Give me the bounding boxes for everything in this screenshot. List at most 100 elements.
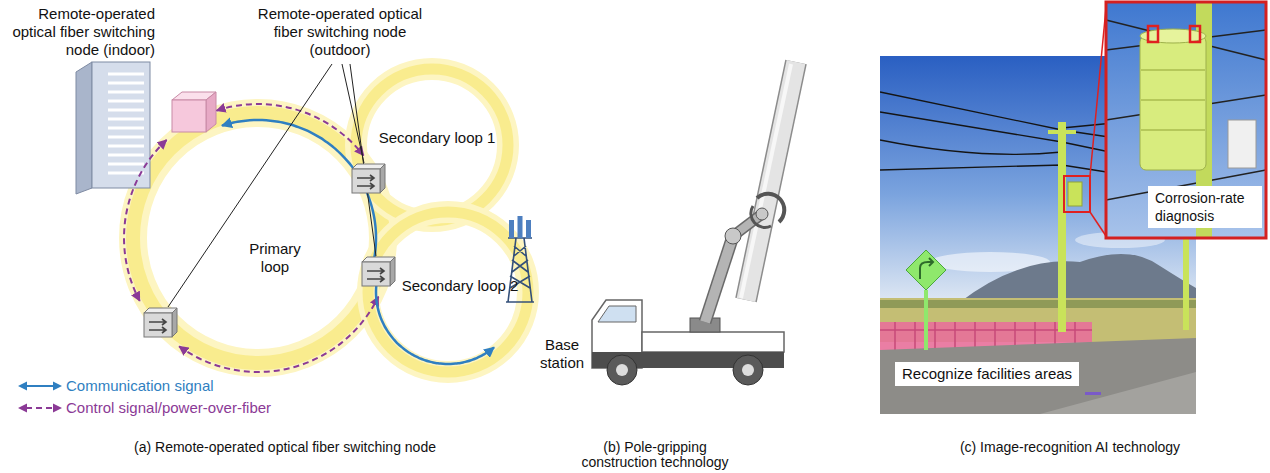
legend-text: Communication signal [66, 377, 214, 395]
utility-pole [746, 62, 796, 300]
indoor-switching-node: Remote-operated optical fiber switching … [5, 5, 222, 188]
legend-arrowhead [53, 403, 62, 412]
zoom-inset [1106, 20, 1266, 200]
building-windows [108, 172, 144, 175]
truck-illustration [616, 364, 628, 376]
building-illustration [76, 62, 150, 194]
legend-text: Control signal/power-over-fiber [66, 399, 271, 417]
callout-line [1090, 212, 1106, 236]
street-photo [1085, 392, 1101, 395]
label-slot: (b) Pole-gripping construction technolog… [570, 440, 740, 470]
building-windows [108, 74, 144, 173]
truck-illustration [725, 228, 741, 244]
street-photo [974, 322, 976, 350]
street-photo [914, 322, 916, 350]
building-windows [108, 109, 144, 112]
building-windows [108, 127, 144, 130]
zoom-inset [1228, 120, 1256, 168]
loop-glow [368, 212, 528, 372]
utility-pole [746, 62, 796, 300]
street-photo [1064, 176, 1090, 212]
legend-swatch [18, 401, 62, 415]
legend-arrowhead [18, 403, 27, 412]
base-station: Base station [494, 216, 594, 374]
truck-illustration [607, 355, 637, 385]
utility-pole [741, 62, 796, 300]
truck-illustration [757, 194, 784, 222]
zoom-inset [1141, 69, 1205, 71]
node-group-label: Remote-operated optical fiber switching … [255, 5, 425, 59]
node-text: Secondary loop 2 [402, 277, 519, 295]
street-photo [934, 322, 936, 350]
loop-core [368, 212, 528, 372]
base-station-tower [509, 220, 514, 238]
node-text: Base station [534, 336, 590, 372]
outdoor-switching-node [362, 257, 395, 286]
street-photo [894, 322, 896, 350]
legend-row: Control signal/power-over-fiber [18, 398, 271, 417]
panel-caption: (b) Pole-gripping construction technolog… [570, 440, 740, 470]
legend-swatch [18, 379, 62, 393]
building-illustration [92, 62, 150, 188]
base-station-tower [526, 220, 531, 238]
zoom-inset [1106, 2, 1266, 238]
building-windows [108, 163, 144, 166]
building-windows [108, 100, 144, 103]
building-windows [108, 118, 144, 121]
base-station-tower [518, 216, 523, 238]
indoor-switch-cube [172, 100, 206, 132]
loop-ring [120, 100, 396, 376]
street-photo [906, 250, 946, 290]
zoom-inset [1190, 26, 1200, 42]
building-windows [108, 82, 144, 85]
node-text: Recognize facilities areas [902, 365, 1072, 383]
utility-pole [741, 64, 791, 298]
truck-illustration [742, 364, 754, 376]
truck-illustration [756, 208, 768, 220]
street-photo [1048, 130, 1076, 134]
legend-arrowhead [53, 381, 62, 390]
building-windows [108, 73, 144, 76]
building-windows [108, 154, 144, 157]
zoom-inset [1106, 2, 1266, 238]
panel-caption: (a) Remote-operated optical fiber switch… [85, 440, 485, 455]
node-text: Remote-operated optical fiber switching … [5, 5, 155, 59]
primary-loop: Primary loop [120, 100, 396, 376]
callout-line [1090, 8, 1106, 176]
legend-line [26, 385, 54, 387]
outdoor-switching-node [352, 164, 385, 193]
detection-tag: Recognize facilities areas [895, 362, 1079, 386]
building-windows [108, 91, 144, 94]
zoom-inset [1141, 99, 1205, 101]
label-slot: (c) Image-recognition AI technology [890, 440, 1250, 455]
street-photo [920, 258, 933, 279]
street-photo [924, 290, 928, 350]
truck-illustration [592, 194, 784, 385]
truck-illustration [598, 306, 636, 322]
building-windows [108, 145, 144, 148]
secondary-loop: Secondary loop 2 [356, 200, 540, 384]
truck-illustration [705, 236, 733, 322]
zoom-inset [1140, 36, 1206, 170]
street-photo [1068, 182, 1082, 206]
node-text: Secondary loop 1 [379, 129, 496, 147]
callout-line [1090, 8, 1106, 236]
legend-arrowhead [18, 381, 27, 390]
node-text: Primary loop [244, 240, 306, 276]
secondary-loop: Secondary loop 1 [342, 55, 522, 235]
truck-illustration [733, 355, 763, 385]
legend-line [26, 407, 54, 409]
zoom-inset [1141, 129, 1205, 131]
zoom-inset [1106, 2, 1266, 238]
label-slot: (a) Remote-operated optical fiber switch… [85, 440, 485, 455]
indoor-switch-cube [172, 92, 216, 132]
building-windows [108, 136, 144, 139]
truck-illustration [642, 332, 784, 352]
loop-glow [356, 69, 508, 221]
loop-core [356, 69, 508, 221]
truck-illustration [751, 206, 771, 227]
outdoor-switching-node [144, 308, 177, 337]
building-illustration [76, 62, 92, 194]
